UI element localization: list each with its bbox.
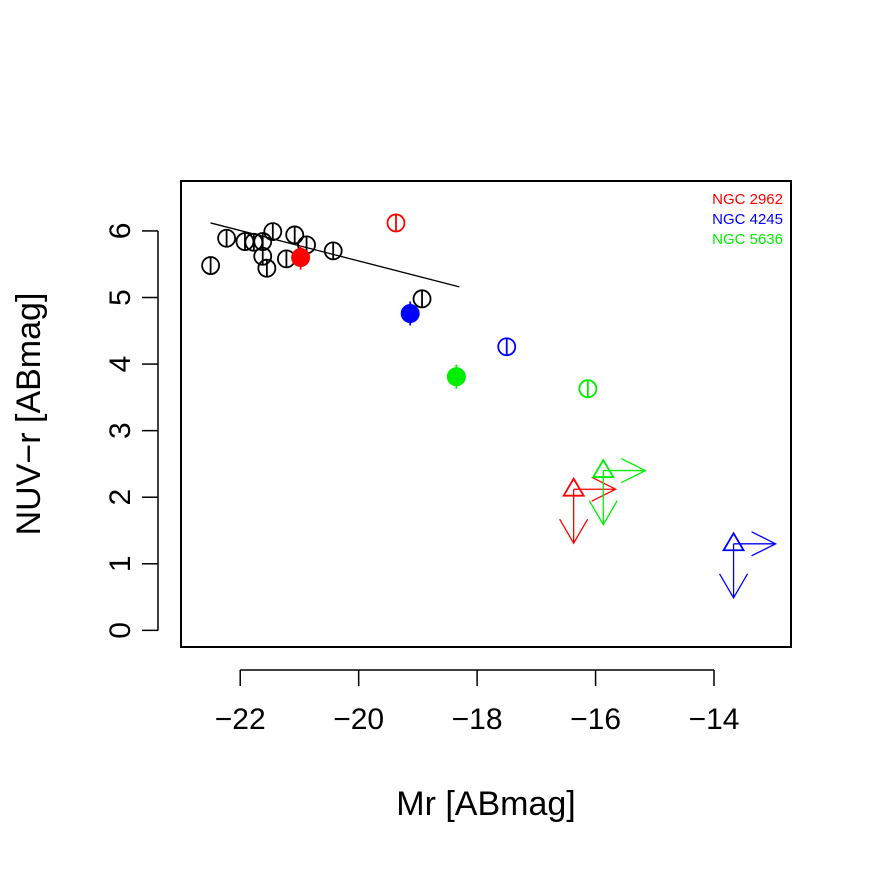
y-tick-label: 0 xyxy=(104,622,137,639)
y-tick-label: 6 xyxy=(104,223,137,240)
arrow-right-head xyxy=(591,476,618,502)
arrow-right-head xyxy=(620,458,647,484)
marker-open-circle xyxy=(285,225,305,245)
reference-point xyxy=(217,228,237,248)
galaxy-limit-point xyxy=(588,458,647,526)
galaxy-limit-point xyxy=(559,476,618,545)
points-layer xyxy=(201,213,778,600)
marker-open-circle xyxy=(217,228,237,248)
marker-open-circle xyxy=(263,222,283,241)
x-tick-label: −18 xyxy=(452,703,503,736)
legend-entry: NGC 4245 xyxy=(712,211,783,228)
marker-open-circle xyxy=(412,289,432,309)
galaxy-filled-point xyxy=(291,245,311,270)
reference-point xyxy=(253,246,273,266)
reference-point xyxy=(201,256,221,275)
reference-point xyxy=(285,225,305,245)
marker-open-circle xyxy=(253,246,273,266)
reference-point xyxy=(412,289,432,309)
y-tick-label: 1 xyxy=(104,555,137,572)
reference-point xyxy=(257,258,277,278)
marker-open-circle xyxy=(257,258,277,278)
galaxy-open-point xyxy=(386,213,406,233)
arrow-right-head xyxy=(751,531,778,557)
marker-open-circle xyxy=(386,213,406,233)
marker-open-circle xyxy=(201,256,221,275)
reference-point xyxy=(263,222,283,241)
x-tick-label: −20 xyxy=(333,703,384,736)
legend-entry: NGC 5636 xyxy=(712,231,783,248)
legend-entry: NGC 2962 xyxy=(712,191,783,208)
x-tick-label: −22 xyxy=(215,703,266,736)
x-tick-label: −14 xyxy=(689,703,740,736)
fit-line-layer xyxy=(210,222,460,288)
marker-open-circle xyxy=(323,241,343,261)
marker-filled-circle xyxy=(446,367,466,387)
galaxy-filled-point xyxy=(446,364,466,389)
marker-open-circle xyxy=(578,379,598,399)
arrow-down-head xyxy=(559,518,589,545)
marker-open-circle xyxy=(497,337,517,357)
y-axis: 0 1 2 3 4 5 6 xyxy=(104,223,159,639)
y-tick-label: 2 xyxy=(104,489,137,506)
galaxy-open-point xyxy=(578,379,598,399)
x-tick-label: −16 xyxy=(570,703,621,736)
y-tick-label: 5 xyxy=(104,289,137,306)
galaxy-open-point xyxy=(497,337,517,357)
marker-filled-circle xyxy=(291,248,311,268)
x-axis-label: Mr [ABmag] xyxy=(396,785,575,823)
y-tick-label: 3 xyxy=(104,422,137,439)
plot-frame xyxy=(180,180,792,648)
x-axis: −22 −20 −18 −16 −14 xyxy=(215,669,740,736)
y-tick-label: 4 xyxy=(104,356,137,373)
arrow-down-head xyxy=(718,573,749,600)
galaxy-limit-point xyxy=(718,531,778,600)
reference-point xyxy=(323,241,343,261)
marker-filled-circle xyxy=(400,303,420,323)
arrow-down-head xyxy=(588,500,618,526)
fit-line xyxy=(210,222,460,288)
y-axis-label: NUV−r [ABmag] xyxy=(10,293,48,536)
galaxy-filled-point xyxy=(400,301,420,326)
